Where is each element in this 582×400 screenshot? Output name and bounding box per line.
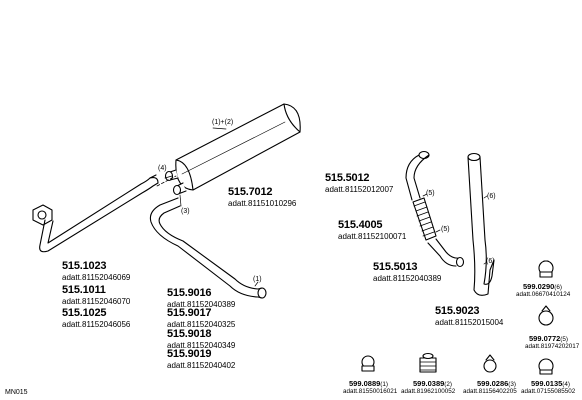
clamp-5990889-drawing — [361, 355, 375, 372]
small-label-5990135: 599.0135(4) adatt.07155085502 — [521, 379, 576, 396]
clamp-5990286-drawing — [483, 354, 497, 373]
callout-6-upper: (6) — [487, 193, 496, 200]
flex-hose-drawing — [412, 197, 437, 241]
pipe-5155013-drawing — [427, 238, 465, 268]
callout-4: (4) — [158, 165, 167, 172]
part-label-5155012: 515.5012 adatt.81152012007 — [325, 172, 394, 194]
part-label-5157012: 515.7012 adatt.81151010296 — [228, 186, 297, 208]
small-label-5990286: 599.0286(3) adatt.81156402205 — [463, 379, 517, 396]
callout-3: (3) — [181, 208, 190, 215]
small-label-5990889: 599.0889(1) adatt.81550016021 — [343, 379, 398, 396]
pipe-5155012-drawing — [405, 150, 430, 201]
muffler-drawing — [164, 103, 301, 196]
part-label-5159017: 515.9017 adatt.81152040325 — [167, 307, 236, 329]
part-label-5159019: 515.9019 adatt.81152040402 — [167, 348, 236, 370]
small-label-5990290: 599.0290(6) adatt.06670410124 — [516, 282, 571, 299]
part-label-5155013: 515.5013 adatt.81152040389 — [373, 261, 442, 283]
tail-pipe-drawing — [149, 197, 267, 299]
callout-1: (1) — [253, 276, 262, 283]
callout-5-upper: (5) — [426, 190, 435, 197]
small-label-5990772: 599.0772(5) adatt.81974202017 — [525, 334, 580, 351]
part-label-5151025: 515.1025 adatt.81152046056 — [62, 307, 131, 329]
part-label-5151011: 515.1011 adatt.81152046070 — [62, 284, 131, 306]
clamp-5990772-drawing — [538, 305, 554, 326]
pipe-5159023-drawing — [467, 152, 495, 296]
part-label-5151023: 515.1023 adatt.81152046069 — [62, 260, 131, 282]
clamp-5990135-drawing — [538, 358, 554, 375]
front-pipe-drawing — [32, 174, 159, 253]
clamp-5990290-drawing — [538, 260, 554, 278]
diagram-code: MN015 — [5, 389, 28, 396]
part-label-5159018: 515.9018 adatt.81152040349 — [167, 328, 236, 350]
part-label-5154005: 515.4005 adatt.81152100071 — [338, 219, 407, 241]
callout-5-lower: (5) — [441, 226, 450, 233]
small-label-5990389: 599.0389(2) adatt.81962100052 — [401, 379, 456, 396]
callout-1-2: (1)+(2) — [212, 119, 234, 126]
callout-6-lower: (6) — [486, 258, 495, 265]
part-label-5159016: 515.9016 adatt.81152040389 — [167, 287, 236, 309]
part-label-5159023: 515.9023 adatt.81152015004 — [435, 305, 504, 327]
bushing-5990389-drawing — [419, 352, 437, 373]
